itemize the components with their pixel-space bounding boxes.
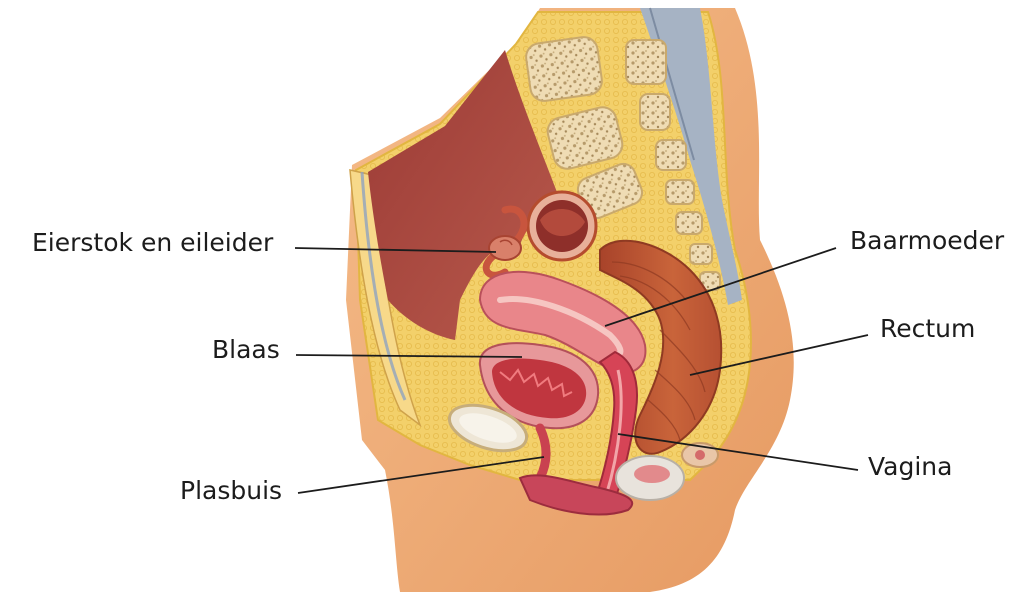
sacrum-bones <box>525 36 721 291</box>
leader-vagina <box>617 433 859 471</box>
perineum <box>518 474 634 516</box>
spinal-canal <box>640 8 742 305</box>
abdominal-cavity <box>368 50 560 340</box>
ovary-and-tube <box>482 205 528 279</box>
coccyx <box>681 442 719 468</box>
label-urethra: Plasbuis <box>180 476 283 505</box>
leader-ovary <box>294 247 497 253</box>
leader-uterus <box>604 247 837 327</box>
label-rectum: Rectum <box>880 314 976 343</box>
leader-urethra <box>297 456 545 494</box>
label-vagina: Vagina <box>868 452 953 481</box>
bladder <box>478 342 600 430</box>
leader-bladder <box>295 354 523 358</box>
label-bladder: Blaas <box>212 335 280 364</box>
urethra <box>535 423 551 483</box>
pubic-bone <box>447 403 529 453</box>
leader-lines <box>294 247 869 494</box>
anal-sphincter <box>615 455 685 501</box>
colon-section <box>526 190 598 262</box>
rectum <box>599 239 723 455</box>
label-uterus: Baarmoeder <box>850 226 1005 255</box>
leader-rectum <box>689 334 869 376</box>
label-ovary-tube: Eierstok en eileider <box>32 228 274 257</box>
